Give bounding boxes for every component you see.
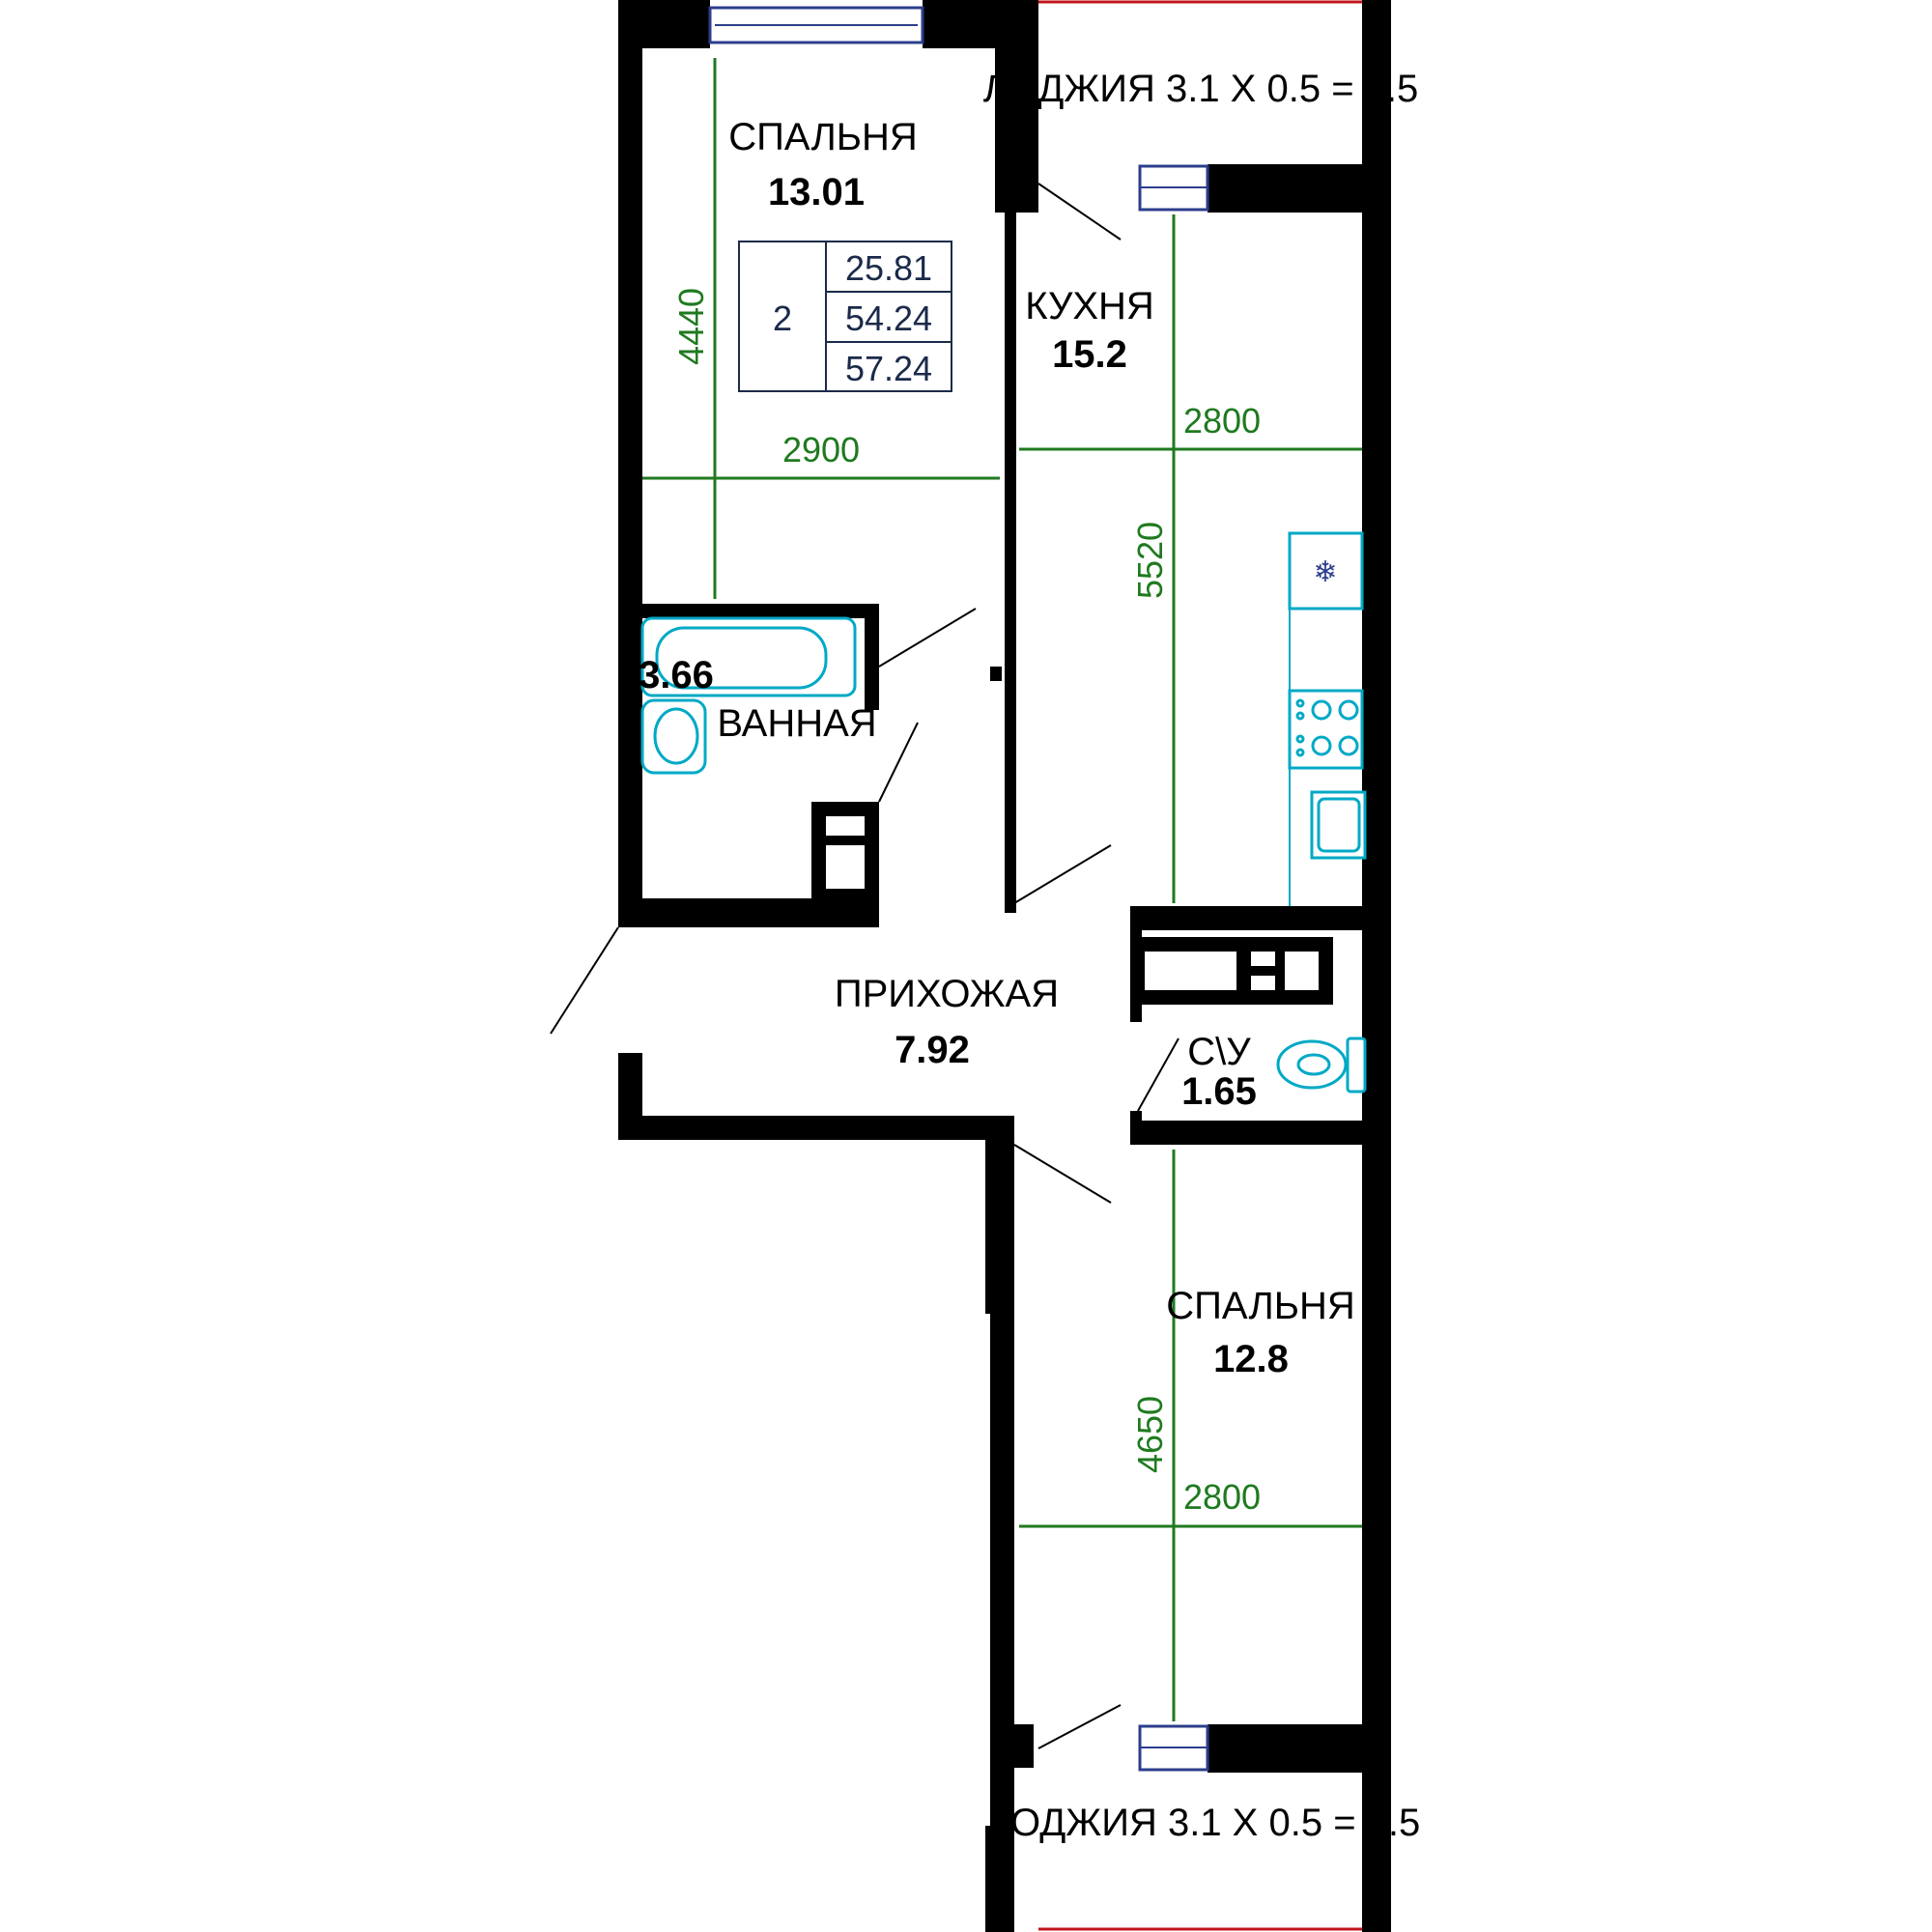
bathroom-area: 3.66: [639, 654, 714, 696]
bedroom1-area: 13.01: [768, 171, 865, 213]
window-icon: [708, 6, 1209, 1772]
summary-total-area: 54.24: [845, 298, 932, 338]
dim-bedroom2-height: 4650: [1130, 1396, 1170, 1473]
kitchen-area: 15.2: [1052, 333, 1127, 376]
bedroom2-area: 12.8: [1213, 1338, 1289, 1380]
wc-name: С\У: [1187, 1031, 1251, 1073]
dim-kitchen-width: 2800: [1183, 401, 1261, 440]
svg-text:❄: ❄: [1313, 555, 1337, 589]
summary-table: 2 25.81 54.24 57.24: [738, 241, 952, 392]
bathroom-name: ВАННАЯ: [717, 702, 876, 745]
hall-name: ПРИХОЖАЯ: [835, 973, 1059, 1015]
bedroom1-name: СПАЛЬНЯ: [728, 116, 917, 158]
summary-total-with-loggia: 57.24: [845, 349, 932, 388]
toilet-icon: [1276, 1037, 1367, 1094]
dimension-lines: [642, 58, 1362, 1721]
washbasin-icon: [640, 698, 707, 775]
wc-area: 1.65: [1181, 1070, 1257, 1113]
summary-rooms: 2: [773, 298, 792, 338]
kitchen-sink-icon: [1310, 790, 1367, 860]
kitchen-name: КУХНЯ: [1025, 285, 1154, 327]
dim-bedroom1-height: 4440: [671, 288, 711, 365]
walls: [618, 0, 1391, 1932]
bathtub-icon: [640, 616, 857, 697]
summary-living-area: 25.81: [845, 248, 932, 288]
fridge-snowflake-icon: ❄: [1288, 531, 1364, 611]
dim-kitchen-height: 5520: [1130, 522, 1170, 599]
stove-icon: [1288, 689, 1364, 770]
hall-area: 7.92: [895, 1029, 970, 1071]
bedroom2-name: СПАЛЬНЯ: [1166, 1285, 1354, 1327]
door-swings: [550, 183, 1179, 1749]
dim-bedroom2-width: 2800: [1183, 1477, 1261, 1517]
dim-bedroom1-width: 2900: [782, 430, 860, 469]
loggia-top-label: ЛОДЖИЯ 3.1 Х 0.5 = 1.5: [983, 68, 1419, 110]
loggia-bottom-label: ЛОДЖИЯ 3.1 Х 0.5 = 1.5: [985, 1802, 1421, 1844]
